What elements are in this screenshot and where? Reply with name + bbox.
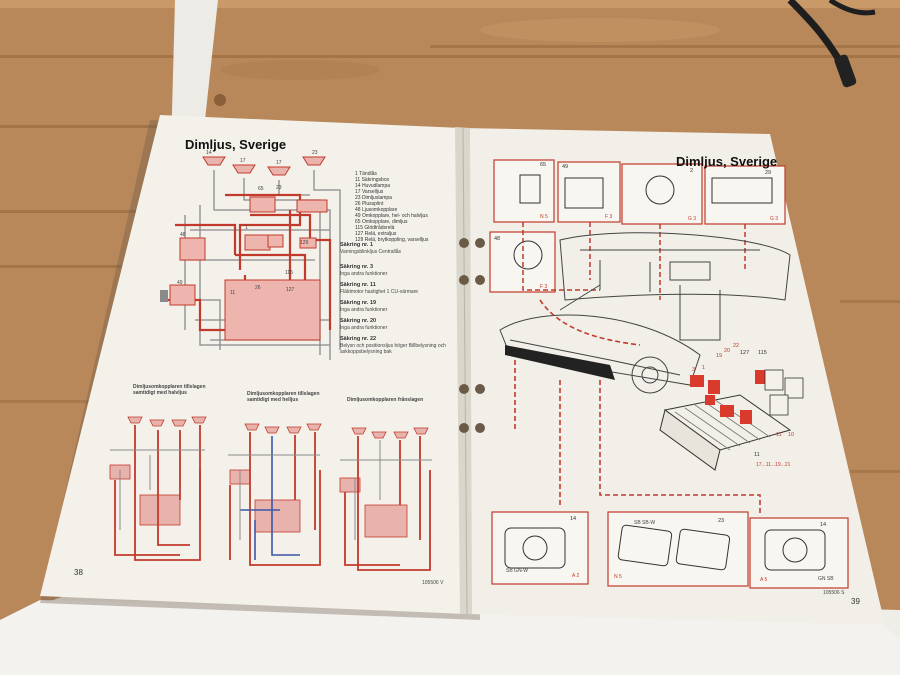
sub-diagram-off xyxy=(339,427,432,571)
wire-label: SB SB-W xyxy=(634,520,656,526)
callout-number: 1 xyxy=(702,365,706,371)
component-number: 11 xyxy=(230,290,236,296)
detail-box-sketches xyxy=(513,174,773,270)
component-number: 14 xyxy=(206,150,212,156)
component-number: 17 xyxy=(240,158,246,164)
sub-diagram-caption: Dimljusomkopplaren tillslagen samtidigt … xyxy=(247,391,320,403)
detail-code: N 5 xyxy=(614,574,622,580)
legend-item: 1 Tändlås xyxy=(355,171,377,177)
detail-number: 2 xyxy=(690,168,694,174)
legend-item: 17 Varselljus xyxy=(355,189,384,195)
detail-code: F 3 xyxy=(540,284,548,290)
legend-item: 11 Säkringsbox xyxy=(355,177,390,183)
wire-label: SB GN-W xyxy=(506,568,528,574)
detail-number: 49 xyxy=(562,164,569,170)
left-page-number: 38 xyxy=(74,568,83,577)
component-number: 127 xyxy=(286,287,295,293)
sub-diagram-high-beam xyxy=(228,423,322,566)
car-bumper xyxy=(505,345,615,380)
detail-code: A 2 xyxy=(572,573,580,579)
detail-code: G 3 xyxy=(770,216,779,222)
fuse-note-heading: Säkring nr. 11 xyxy=(340,282,376,288)
component-number: 23 xyxy=(312,150,318,156)
legend-item: 49 Omkopplare, hel- och halvljus xyxy=(355,213,428,219)
detail-number: 14 xyxy=(820,522,827,528)
legend-item: 26 Plussplint xyxy=(355,201,384,207)
legend-item: 14 Huvudlampa xyxy=(355,183,391,189)
fuse-note-text: Inga andra funktioner xyxy=(340,307,388,313)
component-number: 23 xyxy=(276,185,282,191)
detail-number: 14 xyxy=(570,516,577,522)
legend-item: 65 Omkopplare, dimljus xyxy=(355,219,408,225)
fuse-note-text: Belysn och positionsljus höger Billbelys… xyxy=(340,343,446,355)
component-number: 129 xyxy=(300,240,309,246)
lamp-sketches xyxy=(504,524,826,571)
callout-number: 11 xyxy=(754,452,760,458)
component-number: 115 xyxy=(285,270,293,276)
fuse-note-text: Varningsblinkljus Centrallås xyxy=(340,249,402,255)
detail-code: F 3 xyxy=(605,214,613,220)
fuse-note-text: Fläktmotor hastighet 1 CU-värmare xyxy=(340,289,419,295)
callout-number: 20 xyxy=(724,348,731,354)
left-footer-code: 105506 V xyxy=(422,580,444,586)
sub-diagram-low-beam xyxy=(109,416,207,561)
callout-number: 127 xyxy=(740,350,750,356)
component-number: 49 xyxy=(177,280,183,286)
detail-code: N 5 xyxy=(540,214,548,220)
callout-number: 10 xyxy=(788,432,795,438)
detail-code: G 3 xyxy=(688,216,697,222)
binder-holes xyxy=(459,238,485,433)
callout-number: 115 xyxy=(758,350,767,356)
detail-code: A 5 xyxy=(760,577,768,583)
detail-number: 23 xyxy=(718,518,725,524)
callout-number: 3 xyxy=(692,367,696,373)
fuse-note-heading: Säkring nr. 20 xyxy=(340,318,377,324)
legend-item: 23 Dimljuslampa xyxy=(355,195,392,201)
wire-label: GN SB xyxy=(818,576,834,582)
main-wiring-diagram xyxy=(160,156,341,360)
component-number: 48 xyxy=(180,232,186,238)
legend-item: 115 Glödtrådsrelä xyxy=(355,225,395,231)
right-page-number: 39 xyxy=(851,597,860,606)
detail-number: 65 xyxy=(540,162,547,168)
fuse-note-heading: Säkring nr. 1 xyxy=(340,242,374,248)
fuse-note-heading: Säkring nr. 19 xyxy=(340,300,377,306)
callout-number: 11 xyxy=(776,432,782,438)
fuse-note-heading: Säkring nr. 22 xyxy=(340,336,377,342)
detail-number: 48 xyxy=(494,236,501,242)
fuse-note-text: Inga andra funktioner xyxy=(340,271,388,277)
detail-boxes-bottom xyxy=(491,511,849,589)
left-page-title: Dimljus, Sverige xyxy=(185,137,287,152)
car-dashboard-sketch xyxy=(499,232,791,394)
component-number: 17 xyxy=(276,160,282,166)
callout-number: 22 xyxy=(733,343,740,349)
right-page-title: Dimljus, Sverige xyxy=(676,154,778,169)
detail-number: 29 xyxy=(765,170,772,176)
sub-diagram-caption: Dimljusomkopplaren tillslagen samtidigt … xyxy=(133,384,206,396)
fuse-note-text: Inga andra funktioner xyxy=(340,325,388,331)
component-number: 1 xyxy=(245,225,248,231)
component-number: 65 xyxy=(258,186,264,192)
legend-item: 127 Relä, extraljus xyxy=(355,231,397,237)
sub-diagram-caption: Dimljusomkopplaren frånslagen xyxy=(347,397,424,403)
legend-item: 48 Ljusomkopplare xyxy=(355,207,398,213)
fuse-note-heading: Säkring nr. 3 xyxy=(340,264,374,270)
callout-number: 19 xyxy=(716,353,723,359)
right-page xyxy=(462,128,885,625)
right-footer-code: 105506 S xyxy=(823,590,845,596)
fuse-code-label: 17...11...19...21 xyxy=(756,462,791,468)
fuse-relay-box xyxy=(659,369,804,471)
component-number: 26 xyxy=(255,285,261,291)
legend-item: 129 Relä, brytkoppling, varselljus xyxy=(355,237,429,243)
